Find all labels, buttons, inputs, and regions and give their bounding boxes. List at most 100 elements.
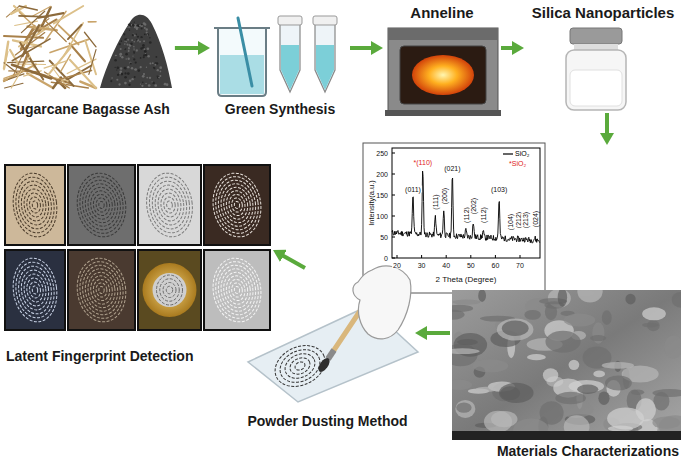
ash-pile xyxy=(149,41,152,44)
bagasse-straw xyxy=(84,32,96,47)
ash-pile xyxy=(149,37,150,38)
ash-pile xyxy=(153,67,155,69)
fingerprint-panel xyxy=(25,192,44,218)
sem-texture xyxy=(476,387,497,392)
ash-pile xyxy=(137,36,139,38)
tick-label: 150 xyxy=(375,192,389,199)
ash-pile xyxy=(117,74,119,76)
ash-pile xyxy=(154,84,157,87)
fingerprint-panel xyxy=(12,175,57,236)
fingerprint-panel xyxy=(228,193,247,216)
ash-pile xyxy=(125,68,127,70)
stage-label: Materials Characterizations xyxy=(494,442,682,460)
ash-pile xyxy=(128,50,130,52)
ash-pile xyxy=(138,24,141,27)
ash-pile xyxy=(160,71,162,73)
ash-pile xyxy=(157,76,160,79)
sem-texture xyxy=(456,403,471,413)
fingerprint-panel xyxy=(95,197,108,213)
stage-box: Silica Nanoparticles xyxy=(524,3,682,113)
axis-title: Intensity(a.u.) xyxy=(368,179,376,226)
ash-pile xyxy=(128,47,130,49)
ash-pile xyxy=(126,58,127,59)
ash-pile xyxy=(136,49,138,51)
ash-pile xyxy=(141,24,143,26)
fingerprint-panel xyxy=(160,279,180,302)
sem-texture xyxy=(524,310,540,320)
ash-pile xyxy=(147,34,148,35)
fingerprint-panel xyxy=(218,267,255,314)
ash-pile xyxy=(134,21,135,22)
sem-texture xyxy=(608,426,633,432)
peak-label: (202) xyxy=(470,197,477,215)
ash-pile xyxy=(130,63,132,65)
ash-pile xyxy=(130,23,133,26)
stage-label: Sugarcane Bagasse Ash xyxy=(4,100,173,118)
ash-pile xyxy=(146,67,147,68)
bagasse-straw xyxy=(4,74,24,81)
ash-pile xyxy=(131,67,133,69)
peak-label: *(110) xyxy=(413,158,434,165)
fingerprint-panel xyxy=(212,259,262,321)
ash-pile xyxy=(129,79,132,82)
ash-pile xyxy=(143,48,145,50)
tick-label: 70 xyxy=(515,262,525,269)
sem-texture xyxy=(545,331,580,353)
legend-note: *SiO₂ xyxy=(508,160,527,167)
ash-pile xyxy=(147,55,149,57)
sample-jar xyxy=(570,28,622,44)
sem-texture xyxy=(563,314,595,327)
sem-texture xyxy=(555,392,586,404)
ash-pile xyxy=(136,39,138,41)
legend-line xyxy=(503,153,513,154)
ash-pile xyxy=(118,83,120,85)
bagasse-straw xyxy=(4,52,8,70)
test-tube xyxy=(278,16,302,25)
fingerprint-panel xyxy=(25,277,44,303)
test-tube xyxy=(313,16,337,25)
ash-pile xyxy=(157,69,159,71)
ash-pile xyxy=(126,41,128,43)
axis-title: 2 Theta (Degree) xyxy=(435,276,498,284)
furnace xyxy=(400,46,486,104)
ash-pile xyxy=(121,56,123,58)
fingerprint-panel xyxy=(215,263,259,317)
fingerprint-panel xyxy=(228,278,247,301)
sem-texture xyxy=(457,339,478,345)
bagasse-straw xyxy=(88,21,96,23)
powder-dusting xyxy=(353,266,411,339)
fingerprint-panel xyxy=(79,263,123,318)
ash-pile xyxy=(156,75,157,76)
ash-pile xyxy=(146,33,148,35)
peak-label: (212) xyxy=(514,211,521,229)
stage-box: Anneline xyxy=(383,3,501,115)
sem-texture xyxy=(590,335,606,341)
xrd-chart xyxy=(392,237,395,238)
ash-pile xyxy=(130,43,133,46)
bagasse-straw xyxy=(44,61,66,68)
fingerprint-panel xyxy=(143,263,197,317)
ash-pile xyxy=(128,84,130,86)
ash-pile xyxy=(154,64,156,66)
ash-pile xyxy=(127,27,128,28)
sem-texture xyxy=(577,385,598,394)
sem-texture xyxy=(593,371,605,378)
ash-pile xyxy=(129,29,130,30)
bagasse-straw xyxy=(70,44,85,62)
ash-pile xyxy=(125,53,128,56)
ash-pile xyxy=(128,58,130,60)
fingerprint-panel xyxy=(92,278,111,301)
ash-pile xyxy=(128,47,130,49)
ash-pile xyxy=(118,74,120,76)
fingerprint-panel xyxy=(68,250,135,330)
ash-pile xyxy=(140,36,142,38)
ash-pile xyxy=(149,63,151,65)
ash-pile xyxy=(146,77,148,79)
stage-label: Anneline xyxy=(407,3,476,22)
bagasse-straw xyxy=(12,65,51,79)
ash-pile xyxy=(134,69,135,70)
ash-pile xyxy=(132,55,133,56)
ash-pile xyxy=(166,83,169,86)
ash-pile xyxy=(127,66,129,68)
